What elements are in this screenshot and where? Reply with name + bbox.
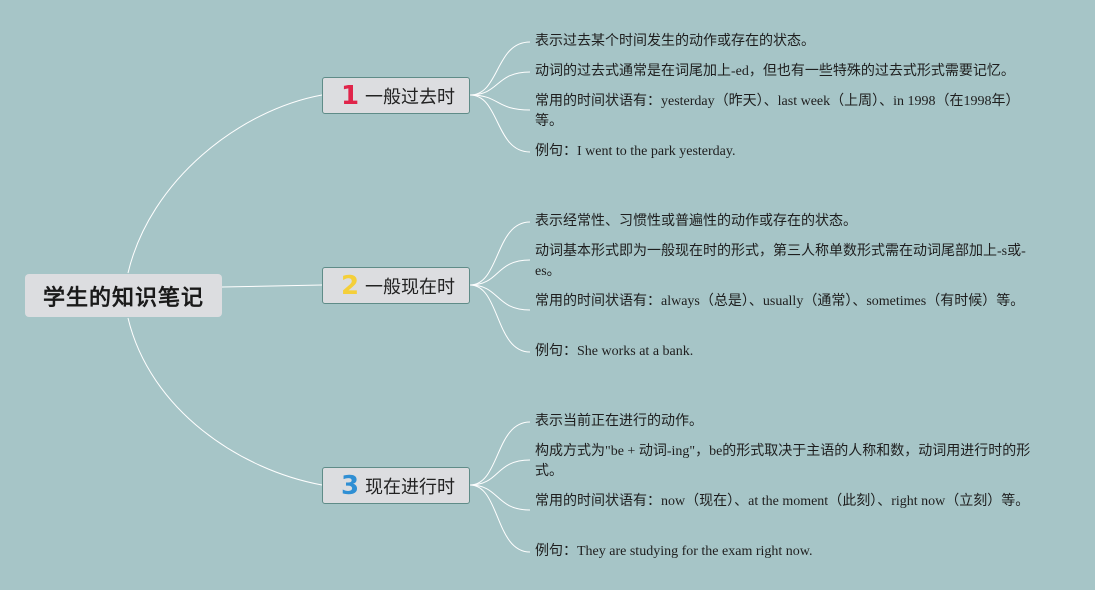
branch-node-2[interactable]: 2 一般现在时	[322, 267, 470, 304]
leaf-1-1: 表示过去某个时间发生的动作或存在的状态。	[535, 34, 815, 49]
leaf-3-4: 例句：They are studying for the exam right …	[535, 544, 813, 559]
branch-label-2: 一般现在时	[365, 276, 455, 298]
branch-3-connectors	[469, 421, 531, 553]
branch-label-1: 一般过去时	[365, 86, 455, 108]
leaf-1-2: 动词的过去式通常是在词尾加上-ed，但也有一些特殊的过去式形式需要记忆。	[535, 64, 1015, 79]
branch-node-1[interactable]: 1 一般过去时	[322, 77, 470, 114]
root-connector-1	[127, 94, 323, 274]
branch-1-connectors	[469, 41, 531, 153]
number-badge-2: 2	[341, 270, 360, 301]
branch-2-connectors	[469, 221, 531, 353]
leaf-3-3: 常用的时间状语有：now（现在）、at the moment（此刻）、right…	[535, 494, 1030, 509]
leaf-1-3: 常用的时间状语有：yesterday（昨天）、last week（上周）、in …	[535, 94, 1020, 129]
root-connector-3	[127, 317, 323, 486]
branch-label-3: 现在进行时	[365, 476, 455, 498]
leaf-3-1: 表示当前正在进行的动作。	[535, 414, 703, 429]
leaf-2-2: 动词基本形式即为一般现在时的形式，第三人称单数形式需在动词尾部加上-s或-es。	[535, 244, 1026, 279]
leaf-3-2: 构成方式为"be + 动词-ing"，be的形式取决于主语的人称和数，动词用进行…	[535, 444, 1031, 479]
branch-node-3[interactable]: 3 现在进行时	[322, 467, 470, 504]
root-node[interactable]: 学生的知识笔记	[25, 274, 222, 317]
leaf-2-4: 例句：She works at a bank.	[535, 344, 694, 359]
number-badge-3: 3	[341, 470, 360, 501]
leaf-2-1: 表示经常性、习惯性或普遍性的动作或存在的状态。	[535, 214, 857, 229]
number-badge-1: 1	[341, 80, 360, 111]
leaf-1-4: 例句：I went to the park yesterday.	[535, 144, 736, 159]
root-connector-2	[221, 284, 323, 288]
leaf-2-3: 常用的时间状语有：always（总是）、usually（通常）、sometime…	[535, 294, 1025, 309]
